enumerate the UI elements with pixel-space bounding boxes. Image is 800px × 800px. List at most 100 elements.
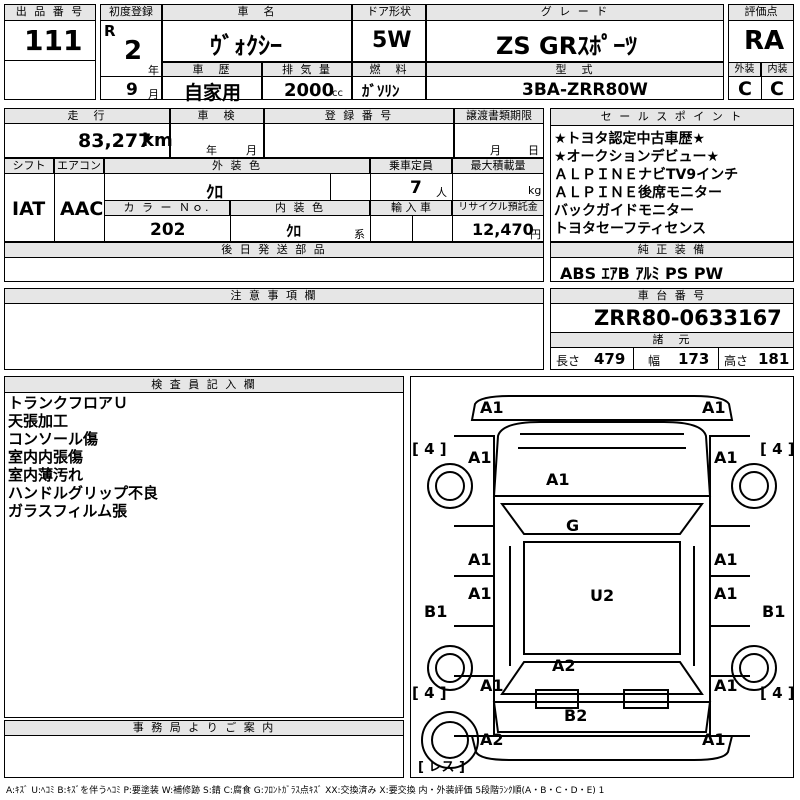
damage-mark: A1 <box>480 398 504 417</box>
exterior-color-label: 外 装 色 <box>104 158 370 174</box>
plate-label: 登 録 番 号 <box>264 108 454 124</box>
damage-mark: A2 <box>480 730 504 749</box>
sales-point-item: トヨタセーフティセンス <box>554 221 707 237</box>
shift: IAT <box>12 198 46 220</box>
damage-mark: A1 <box>714 584 738 603</box>
damage-mark: A1 <box>468 550 492 569</box>
max-load-label: 最大積載量 <box>452 158 544 174</box>
damage-mark: U2 <box>590 586 615 605</box>
damage-diagram <box>410 376 794 778</box>
damage-mark: A1 <box>702 398 726 417</box>
sales-point-item: ★トヨタ認定中古車歴★ <box>554 131 706 147</box>
model-code: 3BA-ZRR80W <box>522 80 648 100</box>
inspector-note: 天張加工 <box>8 412 69 430</box>
cc-unit: cc <box>332 88 343 99</box>
color-number-label: カ ラ ー Ｎｏ. <box>104 200 230 216</box>
capacity-label: 乗車定員 <box>370 158 452 174</box>
sales-points-label: セ ー ル ス ポ イ ン ト <box>550 108 794 126</box>
year-unit: 年 <box>148 64 159 77</box>
damage-mark: B1 <box>762 602 786 621</box>
inspection-month-unit: 月 <box>246 144 257 157</box>
history-label: 車 歴 <box>162 62 262 77</box>
chassis-number: ZRR80-0633167 <box>594 306 782 330</box>
damage-mark: A1 <box>714 448 738 467</box>
fuel: ｶﾞｿﾘﾝ <box>362 82 400 100</box>
grade-label: グ レ ー ド <box>426 4 724 21</box>
inspector-note: 室内薄汚れ <box>8 466 84 484</box>
mileage: 83,277 <box>78 130 152 152</box>
later-parts-label: 後 日 発 送 部 品 <box>4 242 544 258</box>
damage-mark: B2 <box>564 706 588 725</box>
displacement: 2000 <box>284 80 335 101</box>
max-load-unit: kg <box>528 184 542 197</box>
capacity-unit: 人 <box>436 186 447 199</box>
damage-mark: A1 <box>546 470 570 489</box>
inspector-label: 検 査 員 記 入 欄 <box>4 376 404 393</box>
inspector-note: ハンドルグリップ不良 <box>8 484 159 502</box>
damage-mark: A1 <box>480 676 504 695</box>
inspector-notes: トランクフロアＵ 天張加工 コンソール傷 室内内張傷 室内薄汚れ ハンドルグリッ… <box>8 394 158 520</box>
capacity: 7 <box>410 178 422 198</box>
ac-label: エアコン <box>54 158 104 174</box>
first-registration-label: 初度登録 <box>100 4 162 21</box>
inspector-note: 室内内張傷 <box>8 448 84 466</box>
genuine-equipment-label: 純 正 装 備 <box>550 242 794 258</box>
month-unit: 月 <box>148 88 159 101</box>
length-label: 長さ <box>556 354 581 368</box>
height-label: 高さ <box>724 354 749 368</box>
recycle-yen-unit: 円 <box>530 228 541 241</box>
car-name: ｳﾞｫｸｼｰ <box>210 32 282 60</box>
air-conditioner: AAC <box>60 198 104 220</box>
interior-score: C <box>770 78 784 100</box>
exterior-score: C <box>738 78 752 100</box>
grade: ZS GRｽﾎﾟｰﾂ <box>496 32 638 60</box>
tire-tread-rear-right: [ 4 ] <box>760 684 795 702</box>
office-label: 事 務 局 よ り ご 案 内 <box>4 720 404 736</box>
chassis-label: 車 台 番 号 <box>550 288 794 304</box>
interior-color: ｸﾛ <box>286 222 302 240</box>
damage-mark: A1 <box>468 584 492 603</box>
damage-mark: G <box>566 516 580 535</box>
genuine-equipment: ABS ｴｱB ｱﾙﾐ PS PW <box>560 264 724 283</box>
dimensions-label: 諸 元 <box>550 332 794 348</box>
door-label: ドア形状 <box>352 4 426 21</box>
registration-month: 9 <box>126 80 138 100</box>
car-outline-diagram <box>421 395 777 769</box>
length: 479 <box>594 350 626 368</box>
lot-number: 111 <box>24 24 83 57</box>
sales-point-item: ★オークションデビュー★ <box>554 149 720 165</box>
interior-color-suffix: 系 <box>354 228 365 241</box>
width: 173 <box>678 350 710 368</box>
lot-number-label: 出 品 番 号 <box>4 4 96 21</box>
notes-label: 注 意 事 項 欄 <box>4 288 544 304</box>
inspection-year-unit: 年 <box>206 144 217 157</box>
model-label: 型 式 <box>426 62 724 77</box>
displacement-label: 排 気 量 <box>262 62 352 77</box>
damage-mark: A1 <box>468 448 492 467</box>
interior-label: 内装 <box>761 62 794 77</box>
score-label: 評価点 <box>728 4 794 21</box>
damage-mark: B1 <box>424 602 448 621</box>
transfer-day-unit: 日 <box>528 144 539 157</box>
legend: A:ｷｽﾞ U:ﾍｺﾐ B:ｷｽﾞを伴うﾍｺﾐ P:要塗装 W:補修跡 S:錆 … <box>6 786 605 796</box>
transfer-month-unit: 月 <box>490 144 501 157</box>
recycle-label: リサイクル預託金 <box>452 200 544 216</box>
recycle-fee: 12,470 <box>472 220 534 239</box>
registration-year: 2 <box>124 36 143 66</box>
mileage-unit: km <box>142 130 173 151</box>
tire-tread-front-right: [ 4 ] <box>760 440 795 458</box>
import-label: 輸 入 車 <box>370 200 452 216</box>
damage-mark: A1 <box>714 676 738 695</box>
damage-mark: A1 <box>714 550 738 569</box>
height: 181 <box>758 350 790 368</box>
interior-color-label: 内 装 色 <box>230 200 370 216</box>
era: R <box>104 22 116 40</box>
exterior-color: ｸﾛ <box>206 183 223 203</box>
damage-mark: A2 <box>552 656 576 675</box>
spare-tire-status: [ レス ] <box>418 760 465 775</box>
width-label: 幅 <box>648 354 661 368</box>
car-name-label: 車 名 <box>162 4 352 21</box>
mileage-label: 走 行 <box>4 108 170 124</box>
sales-point-item: ＡＬＰＩＮＥナビTV9インチ <box>554 167 739 183</box>
vehicle-history: 自家用 <box>184 82 242 104</box>
